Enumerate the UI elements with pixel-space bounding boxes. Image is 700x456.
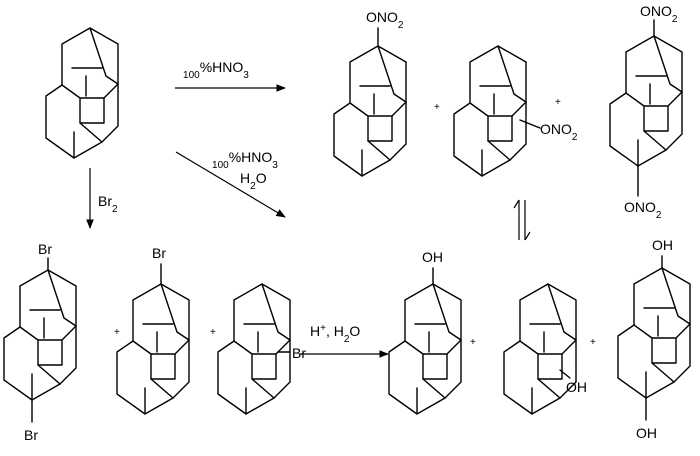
plus-1: + (434, 102, 440, 113)
svg-text:Br: Br (152, 245, 166, 261)
molecule-bromo-sec: Br (217, 283, 306, 415)
condition-bromination: Br2 (98, 193, 118, 215)
equilibrium-arrows (513, 199, 531, 241)
svg-text:ONO2: ONO2 (640, 3, 678, 25)
plus-3: + (114, 327, 120, 338)
svg-text:OH: OH (566, 379, 587, 395)
arrow-nitration-water (175, 151, 286, 218)
plus-5: + (470, 337, 476, 348)
molecule-hydroxy-tert: OH (388, 249, 462, 415)
condition-nitration-diag: 100%HNO3 (212, 149, 278, 171)
svg-text:ONO2: ONO2 (540, 121, 578, 143)
svg-text:ONO2: ONO2 (624, 199, 662, 221)
molecule-dibromo: Br Br (3, 241, 77, 443)
condition-water-diag: H2O (240, 170, 267, 192)
svg-text:OH: OH (636, 425, 657, 441)
svg-text:Br: Br (24, 427, 38, 443)
molecule-dihydroxy: OH OH (617, 237, 691, 441)
svg-text:Br: Br (38, 241, 52, 257)
molecule-nitro-tert: ONO2 (333, 9, 407, 177)
plus-4: + (210, 327, 216, 338)
svg-text:OH: OH (652, 237, 673, 253)
plus-2: + (555, 97, 561, 108)
molecule-hydroxy-sec: OH (503, 283, 587, 415)
molecule-bromo-tert: Br (116, 245, 190, 415)
plus-6: + (590, 337, 596, 348)
molecule-start (45, 27, 119, 159)
molecule-nitro-sec: ONO2 (453, 45, 578, 177)
svg-text:ONO2: ONO2 (366, 9, 404, 31)
svg-text:Br: Br (292, 345, 306, 361)
condition-hydrolysis: H+, H2O (310, 323, 360, 345)
molecule-dinitro: ONO2 ONO2 (609, 3, 683, 221)
condition-nitration-top: 100%HNO3 (183, 59, 249, 81)
svg-text:OH: OH (422, 249, 443, 265)
